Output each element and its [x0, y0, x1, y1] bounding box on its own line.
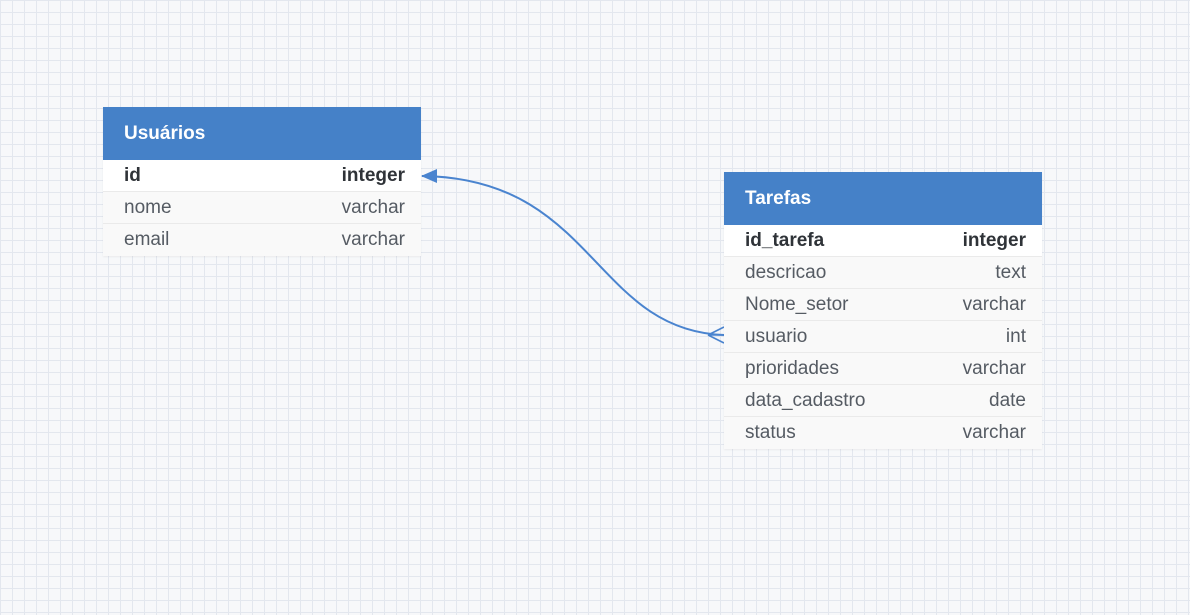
field-type: varchar — [341, 229, 405, 250]
field-type: varchar — [341, 196, 405, 218]
field-type: varchar — [962, 357, 1026, 379]
field-tarefas-status[interactable]: status varchar — [724, 417, 1042, 449]
field-tarefas-id-tarefa[interactable]: id_tarefa integer — [724, 225, 1042, 257]
field-tarefas-data-cadastro[interactable]: data_cadastro date — [724, 385, 1042, 417]
field-type: integer — [341, 164, 405, 186]
table-tarefas[interactable]: Tarefas id_tarefa integer descricao text… — [724, 172, 1042, 449]
field-type: text — [995, 261, 1026, 283]
field-type: varchar — [962, 422, 1026, 443]
field-tarefas-descricao[interactable]: descricao text — [724, 257, 1042, 289]
relation-line-tarefas-usuario-to-usuarios-id[interactable] — [421, 175, 725, 336]
field-name: usuario — [745, 325, 808, 347]
crows-foot-many-icon — [707, 326, 725, 344]
table-usuarios[interactable]: Usuários id integer nome varchar email v… — [103, 107, 421, 256]
field-type: date — [989, 389, 1026, 411]
table-tarefas-header[interactable]: Tarefas — [724, 172, 1042, 225]
field-tarefas-usuario[interactable]: usuario int — [724, 321, 1042, 353]
field-tarefas-prioridades[interactable]: prioridades varchar — [724, 353, 1042, 385]
field-name: descricao — [745, 261, 827, 283]
table-usuarios-header[interactable]: Usuários — [103, 107, 421, 160]
field-usuarios-nome[interactable]: nome varchar — [103, 192, 421, 224]
field-name: id — [124, 164, 141, 186]
field-type: integer — [962, 229, 1026, 251]
field-type: varchar — [962, 293, 1026, 315]
field-name: prioridades — [745, 357, 839, 379]
field-tarefas-nome-setor[interactable]: Nome_setor varchar — [724, 289, 1042, 321]
field-usuarios-id[interactable]: id integer — [103, 160, 421, 192]
field-name: status — [745, 422, 796, 443]
field-name: id_tarefa — [745, 229, 825, 251]
field-type: int — [1005, 325, 1026, 347]
field-name: Nome_setor — [745, 293, 849, 315]
table-usuarios-title: Usuários — [124, 122, 206, 144]
table-tarefas-title: Tarefas — [745, 187, 812, 209]
field-name: nome — [124, 196, 172, 218]
field-usuarios-email[interactable]: email varchar — [103, 224, 421, 256]
field-name: email — [124, 229, 170, 250]
field-name: data_cadastro — [745, 389, 866, 411]
